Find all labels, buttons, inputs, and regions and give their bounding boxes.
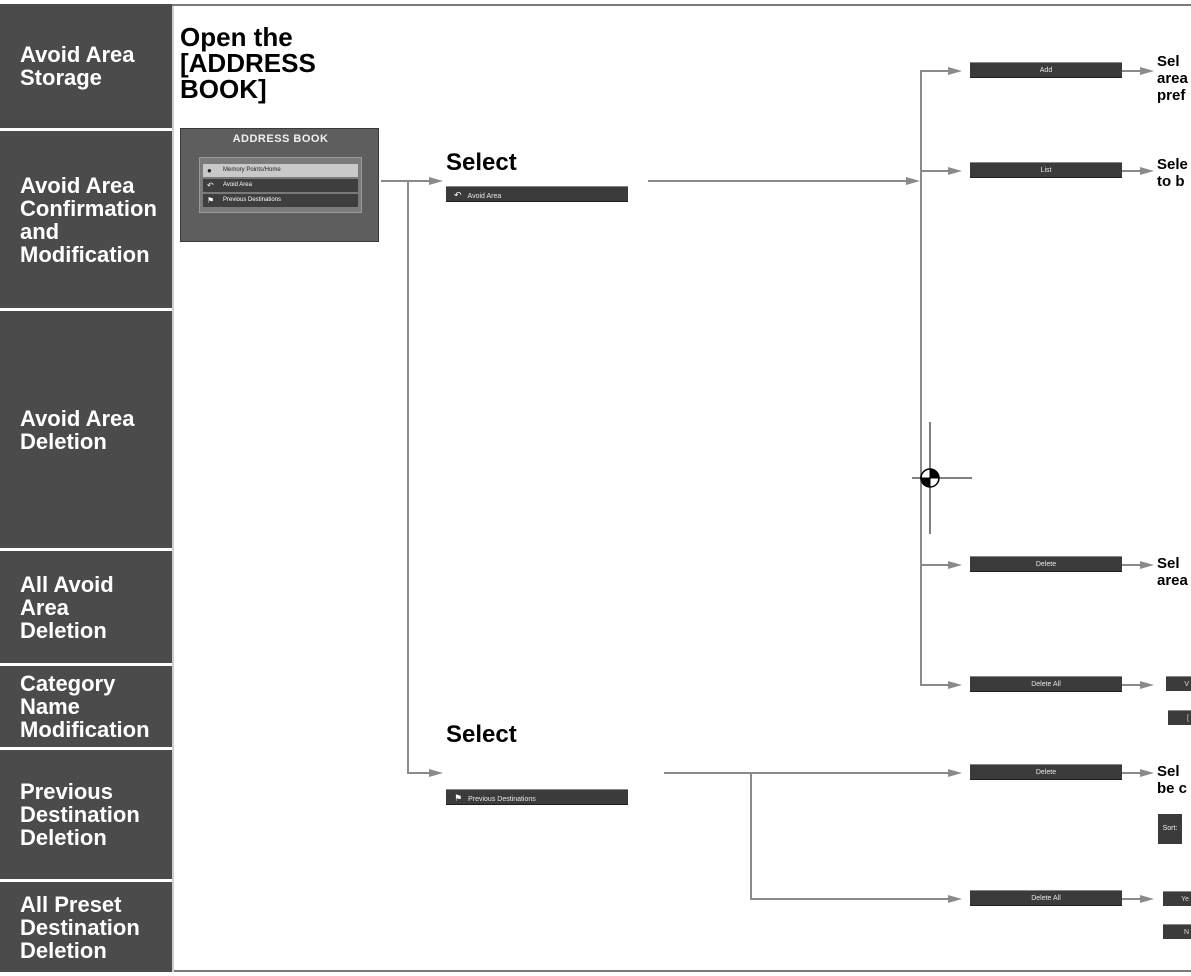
arrow-icon <box>1140 895 1154 903</box>
connector-line <box>664 772 750 774</box>
step-select-heading: Select <box>446 721 517 748</box>
instruction-text: Sel be c <box>1157 763 1188 797</box>
connector-line <box>750 898 950 900</box>
arrow-icon <box>1140 561 1154 569</box>
connector-line <box>648 180 908 182</box>
connector-line <box>381 180 409 182</box>
sidebar-item-all-preset-destination-deletion: All Preset Destination Deletion <box>0 882 172 972</box>
connector-line <box>1122 564 1142 566</box>
arrow-icon <box>948 561 962 569</box>
connector-line <box>407 772 431 774</box>
connector-line <box>407 180 431 182</box>
flag-icon: ⚑ <box>207 196 215 205</box>
u-turn-icon: ↶ <box>207 181 214 190</box>
sidebar-item-avoid-area-deletion: Avoid Area Deletion <box>0 311 172 551</box>
instruction-text: Sele to b <box>1157 156 1188 190</box>
arrow-icon <box>906 177 920 185</box>
connector-line <box>1122 772 1142 774</box>
flag-icon: ⚑ <box>454 793 463 803</box>
sidebar-item-avoid-area-confirmation: Avoid Area Confirmation and Modification <box>0 131 172 311</box>
step-open-heading: Open the [ADDRESS BOOK] <box>180 22 316 104</box>
arrow-icon <box>1140 769 1154 777</box>
sidebar-item-label: All Preset Destination Deletion <box>20 891 140 963</box>
sort-button[interactable]: Sort: <box>1158 814 1182 844</box>
connector-line <box>750 772 950 774</box>
add-button[interactable]: Add <box>970 62 1122 78</box>
arrow-icon <box>948 769 962 777</box>
sidebar-item-label: Avoid Area Confirmation and Modification <box>20 172 157 267</box>
address-book-menu: ● Memory Points/Home ↶ Avoid Area ⚑ Prev… <box>199 157 362 213</box>
crosshair-icon <box>912 422 972 534</box>
arrow-icon <box>1140 67 1154 75</box>
sidebar-item-label: All Avoid Area Deletion <box>20 571 114 643</box>
sidebar-item-label: Previous Destination Deletion <box>20 779 140 850</box>
connector-line <box>1122 684 1142 686</box>
u-turn-icon: ↶ <box>454 190 462 200</box>
connector-line <box>920 170 950 172</box>
sidebar: Avoid Area Storage Avoid Area Confirmati… <box>0 4 172 972</box>
arrow-icon <box>948 681 962 689</box>
sidebar-item-category-name-modification: Category Name Modification <box>0 666 172 750</box>
connector-line <box>407 180 409 774</box>
top-border <box>160 4 1191 6</box>
address-book-item-previous-destinations[interactable]: ⚑ Previous Destinations <box>203 194 358 207</box>
connector-line <box>1122 170 1142 172</box>
connector-line <box>1122 70 1142 72</box>
address-book-screen: ADDRESS BOOK ● Memory Points/Home ↶ Avoi… <box>180 128 379 242</box>
sidebar-item-label: Avoid Area Deletion <box>20 405 135 454</box>
arrow-icon <box>1140 681 1154 689</box>
step-select-heading: Select <box>446 149 517 176</box>
instruction-text: Sel area <box>1157 555 1188 589</box>
address-book-item-avoid-area[interactable]: ↶ Avoid Area <box>203 179 358 192</box>
sidebar-divider <box>172 6 174 972</box>
arrow-icon <box>948 167 962 175</box>
delete-button[interactable]: Delete <box>970 764 1122 780</box>
list-button[interactable]: List <box>970 162 1122 178</box>
connector-line <box>920 70 950 72</box>
sidebar-item-all-avoid-area-deletion: All Avoid Area Deletion <box>0 551 172 666</box>
bottom-border <box>160 970 1191 972</box>
connector-line <box>920 70 922 685</box>
delete-button[interactable]: Delete <box>970 556 1122 572</box>
sidebar-item-label: Avoid Area Storage <box>20 42 135 90</box>
pin-icon: ● <box>207 166 212 175</box>
arrow-icon <box>429 177 443 185</box>
sidebar-item-previous-destination-deletion: Previous Destination Deletion <box>0 750 172 882</box>
no-button[interactable]: [ <box>1168 710 1191 725</box>
arrow-icon <box>948 67 962 75</box>
delete-all-button[interactable]: Delete All <box>970 890 1122 906</box>
address-book-item-memory-points[interactable]: ● Memory Points/Home <box>203 164 358 177</box>
connector-line <box>920 684 950 686</box>
arrow-icon <box>1140 167 1154 175</box>
yes-button[interactable]: V <box>1166 676 1191 691</box>
previous-destinations-button[interactable]: ⚑Previous Destinations <box>446 789 628 805</box>
avoid-area-button[interactable]: ↶Avoid Area <box>446 186 628 202</box>
arrow-icon <box>948 895 962 903</box>
delete-all-button[interactable]: Delete All <box>970 676 1122 692</box>
connector-line <box>1122 898 1142 900</box>
yes-button[interactable]: Ye <box>1163 891 1191 906</box>
address-book-title: ADDRESS BOOK <box>232 133 329 145</box>
no-button[interactable]: N <box>1163 924 1191 939</box>
instruction-text: Sel area pref <box>1157 53 1188 104</box>
connector-line <box>750 772 752 900</box>
connector-line <box>920 564 950 566</box>
sidebar-item-avoid-area-storage: Avoid Area Storage <box>0 4 172 131</box>
sidebar-item-label: Category Name Modification <box>20 671 150 742</box>
arrow-icon <box>429 769 443 777</box>
